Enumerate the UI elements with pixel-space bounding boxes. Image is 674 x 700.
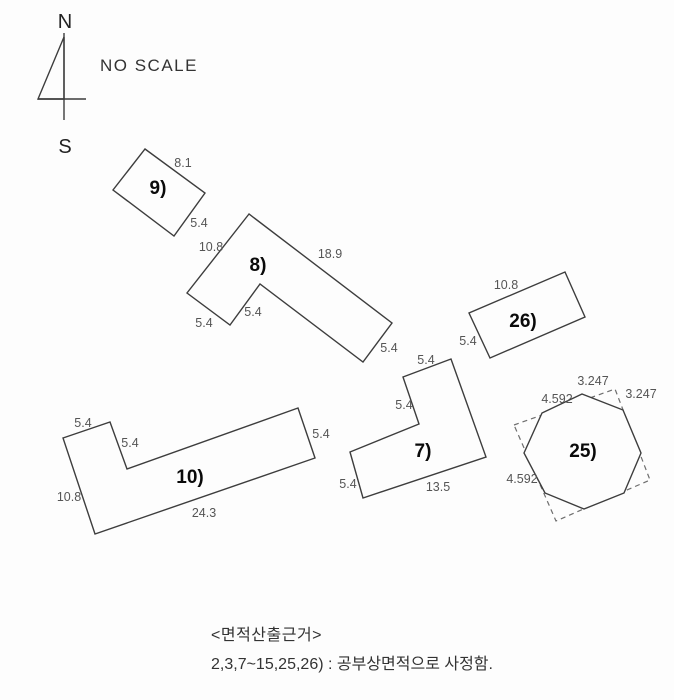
parcel-8-outline — [186, 213, 393, 363]
no-scale-label: NO SCALE — [100, 56, 198, 75]
area-basis-note: 2,3,7~15,25,26) : 공부상면적으로 사정함. — [211, 655, 493, 673]
parcel-10-dim-2: 5.4 — [312, 427, 329, 441]
parcel-8-dim-3: 5.4 — [195, 316, 212, 330]
parcel-25-boundary — [513, 388, 651, 522]
parcel-8-dim-4: 5.4 — [380, 341, 397, 355]
parcel-8-dim-2: 5.4 — [244, 305, 261, 319]
parcel-25-boundary-outline — [513, 388, 651, 522]
parcel-26-label: 26) — [509, 311, 536, 332]
parcel-7-dim-3: 13.5 — [426, 480, 450, 494]
parcel-7-label: 7) — [415, 441, 432, 462]
footer-notes: <면적산출근거> 2,3,7~15,25,26) : 공부상면적으로 사정함. — [211, 626, 493, 673]
parcel-9-label: 9) — [150, 178, 167, 199]
parcel-7-outline — [349, 358, 487, 499]
parcel-10-label: 10) — [176, 467, 203, 488]
parcel-25-dim-0: 3.247 — [577, 374, 608, 388]
parcel-10-dim-1: 5.4 — [121, 436, 138, 450]
parcel-7-dim-2: 5.4 — [339, 477, 356, 491]
parcel-8: 10.8 18.9 5.4 5.4 5.4 8) — [186, 213, 398, 363]
parcel-7-dim-1: 5.4 — [395, 398, 412, 412]
parcel-7-dim-0: 5.4 — [417, 353, 434, 367]
north-arrow-head — [36, 36, 65, 100]
parcel-25-label: 25) — [569, 441, 596, 462]
parcel-26-dim-0: 10.8 — [494, 278, 518, 292]
parcel-26-outline — [468, 271, 586, 359]
parcel-26: 10.8 5.4 26) — [459, 271, 586, 359]
parcels-layer: 8.1 5.4 9) 10.8 18.9 5.4 5.4 5.4 8) 10.8 5.4 26) 5.4… — [57, 148, 657, 535]
parcel-25-dim-3: 4.592 — [506, 472, 537, 486]
parcel-9-outline — [112, 148, 206, 237]
parcel-10-dim-0: 5.4 — [74, 416, 91, 430]
parcel-10-dim-4: 24.3 — [192, 506, 216, 520]
south-label: S — [58, 136, 71, 158]
parcel-8-dim-1: 18.9 — [318, 247, 342, 261]
parcel-10-outline — [62, 407, 316, 535]
parcel-9-dim-0: 8.1 — [174, 156, 191, 170]
parcel-7: 5.4 5.4 5.4 13.5 7) — [339, 353, 487, 499]
parcel-8-label: 8) — [250, 255, 267, 276]
parcel-25: 3.247 3.247 4.592 4.592 25) — [506, 374, 657, 510]
parcel-8-dim-0: 10.8 — [199, 240, 223, 254]
parcel-25-dim-2: 4.592 — [541, 392, 572, 406]
parcel-10-dim-3: 10.8 — [57, 490, 81, 504]
parcel-9: 8.1 5.4 9) — [112, 148, 208, 237]
parcel-9-dim-1: 5.4 — [190, 216, 207, 230]
parcel-26-dim-1: 5.4 — [459, 334, 476, 348]
north-label: N — [58, 11, 72, 33]
area-basis-title: <면적산출근거> — [211, 626, 322, 644]
parcel-25-dim-1: 3.247 — [625, 387, 656, 401]
parcel-25-outline — [523, 393, 642, 510]
parcel-10: 5.4 5.4 5.4 10.8 24.3 10) — [57, 407, 330, 535]
north-arrow: N S — [36, 11, 86, 158]
